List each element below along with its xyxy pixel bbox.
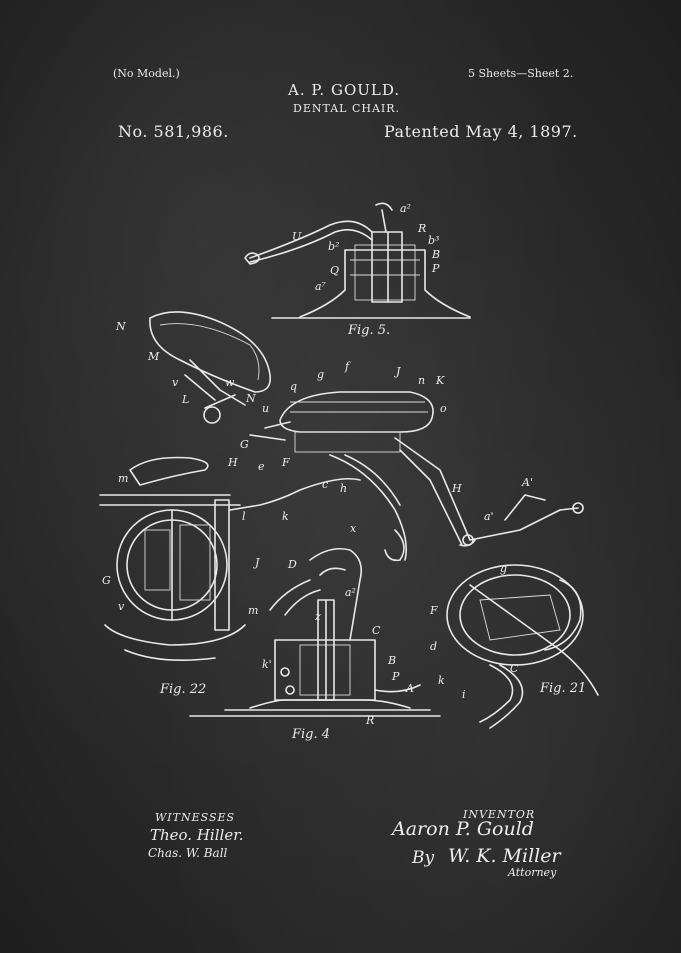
label-A1: A'	[521, 476, 533, 489]
label-v-left: v	[118, 600, 125, 613]
label-N2: N	[245, 392, 256, 405]
label-Q: Q	[330, 264, 339, 277]
label-o: o	[440, 402, 447, 415]
witnesses-label: WITNESSES	[155, 811, 236, 824]
label-A: A	[405, 682, 414, 695]
label-F-right: F	[429, 604, 438, 617]
label-x: x	[350, 522, 357, 535]
label-i: i	[462, 688, 466, 701]
label-m-top: m	[118, 472, 128, 485]
label-B-main: B	[387, 654, 396, 667]
figure-5-drawing	[244, 202, 471, 319]
patent-number: No. 581,986.	[118, 122, 229, 141]
label-h: h	[340, 482, 347, 495]
label-k1: k'	[262, 658, 272, 671]
label-H: H	[451, 482, 462, 495]
label-k-right: k	[438, 674, 445, 687]
sheet-count: 5 Sheets—Sheet 2.	[468, 67, 574, 80]
label-C-right: C	[510, 662, 519, 675]
label-G: G	[240, 438, 249, 451]
label-z: z	[314, 610, 321, 623]
attorney-label: Attorney	[508, 866, 557, 879]
label-n: n	[418, 374, 425, 387]
witness-1-signature: Theo. Hiller.	[150, 826, 244, 844]
label-g-right: g	[500, 562, 507, 575]
by-label: By	[412, 848, 435, 868]
inventor-label: INVENTOR	[463, 808, 536, 821]
inventor-name: A. P. GOULD.	[288, 81, 401, 99]
figure-21-drawing	[446, 564, 599, 729]
label-c: c	[322, 478, 328, 491]
label-l: l	[242, 510, 246, 523]
inventor-signature: Aaron P. Gould	[392, 818, 534, 840]
figure-22-caption: Fig. 22	[159, 682, 206, 697]
figure-5-caption: Fig. 5.	[347, 323, 390, 338]
figure-21-caption: Fig. 21	[539, 681, 586, 696]
label-P-main: P	[391, 670, 400, 683]
label-L: L	[181, 393, 189, 406]
label-D: D	[287, 558, 297, 571]
figure-4-drawing	[149, 311, 584, 717]
label-d: d	[430, 640, 437, 653]
label-b2: b²	[328, 240, 339, 253]
label-G-left: G	[102, 574, 111, 587]
patent-date: Patented May 4, 1897.	[384, 122, 578, 141]
label-K: K	[435, 374, 445, 387]
label-C: C	[372, 624, 381, 637]
attorney-signature: W. K. Miller	[448, 845, 561, 867]
model-note: (No Model.)	[113, 67, 180, 80]
label-g: g	[317, 368, 324, 381]
label-R-top: R	[417, 222, 426, 235]
label-a2-main: a²	[345, 586, 356, 599]
label-e: e	[258, 460, 265, 473]
label-k-mid: k	[282, 510, 289, 523]
label-N: N	[115, 320, 126, 333]
label-a1: a'	[484, 510, 494, 523]
label-P-top: P	[431, 262, 440, 275]
label-U: U	[292, 230, 302, 243]
label-v: v	[172, 376, 179, 389]
label-J: J	[394, 365, 401, 378]
figure-22-drawing	[99, 456, 361, 662]
label-B-top: B	[431, 248, 440, 261]
label-H2: H	[227, 456, 238, 469]
label-m-left: m	[248, 604, 258, 617]
label-q: q	[290, 380, 297, 393]
label-R-main: R	[365, 714, 374, 727]
patent-title: DENTAL CHAIR.	[293, 102, 401, 115]
label-a2-top: a²	[400, 202, 411, 215]
witness-2-signature: Chas. W. Ball	[148, 846, 228, 860]
label-a7: a⁷	[315, 280, 327, 293]
figure-4-caption: Fig. 4	[291, 727, 330, 742]
label-w: w	[225, 376, 235, 389]
label-u: u	[262, 402, 269, 415]
label-M: M	[147, 350, 160, 363]
label-F: F	[281, 456, 290, 469]
label-b3: b³	[428, 234, 439, 247]
label-J-left: J	[253, 556, 260, 569]
label-f: f	[344, 360, 351, 373]
